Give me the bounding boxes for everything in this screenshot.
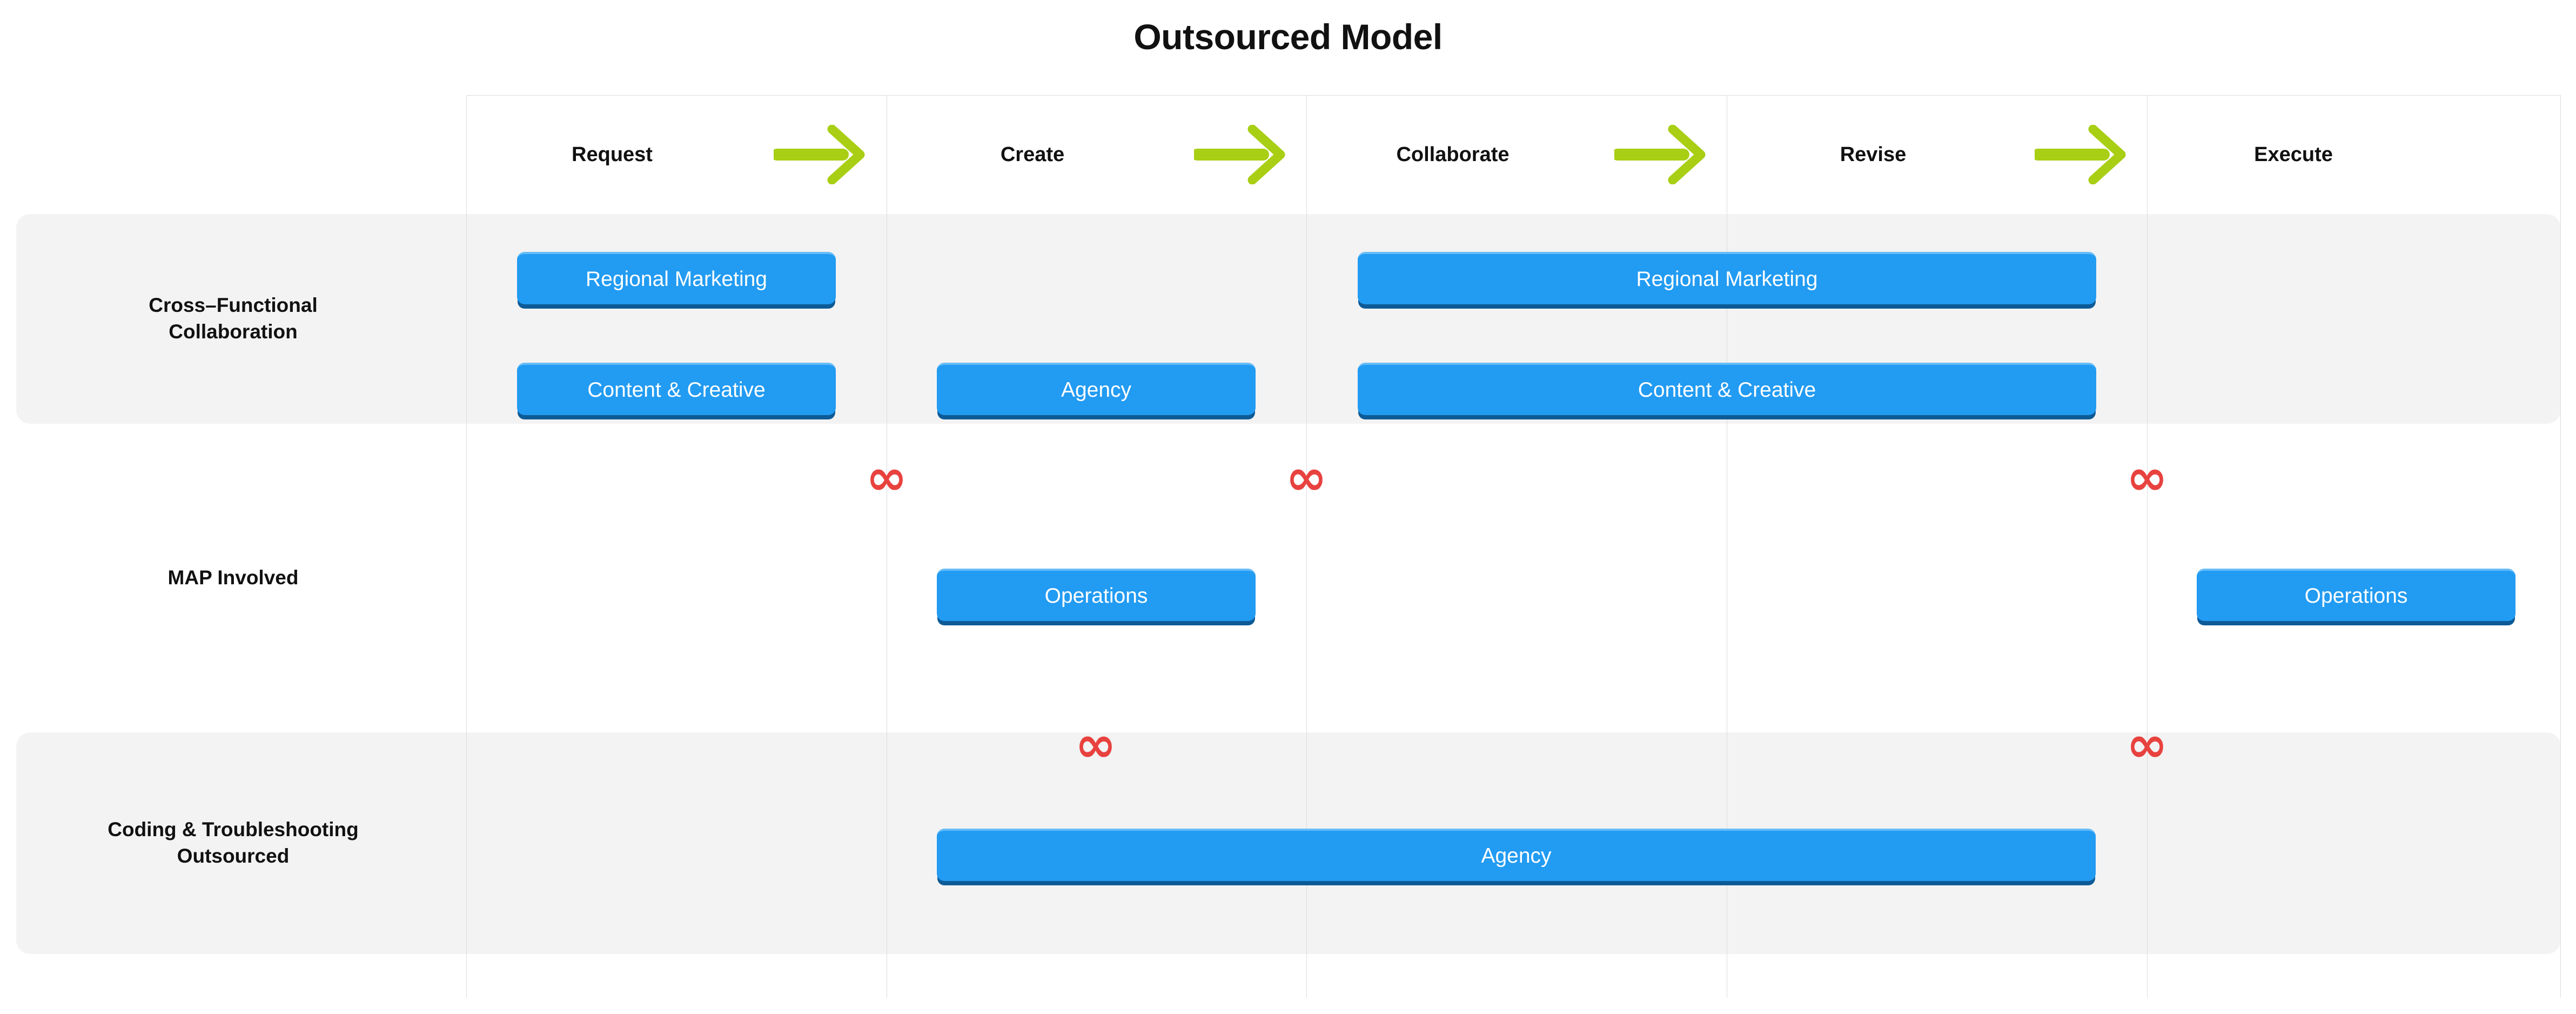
infinity-icon: ∞ [1075,716,1117,773]
row-label-cross-functional-collaboration: Cross–Functional Collaboration [0,214,466,424]
pill-content-creative-collaborate-revise[interactable]: Content & Creative [1358,363,2096,415]
row-label-line-2: Collaboration [169,321,298,343]
pill-regional-marketing-request[interactable]: Regional Marketing [517,252,836,304]
stage-label-collaborate: Collaborate [1396,143,1510,166]
row-label-line-1: Cross–Functional [149,294,318,317]
grid-line-4 [2147,95,2148,998]
arrow-right-icon [774,125,865,184]
page-title: Outsourced Model [1133,17,1443,57]
pill-agency-create[interactable]: Agency [937,363,1256,415]
stage-arrow-2 [1178,95,1307,214]
infinity-icon: ∞ [1285,449,1327,506]
stage-label-create: Create [1000,143,1065,166]
row-label-coding-troubleshooting-outsourced: Coding & Troubleshooting Outsourced [0,732,466,954]
infinity-icon: ∞ [2126,449,2168,506]
stage-arrow-4 [2019,95,2148,214]
pill-operations-execute[interactable]: Operations [2197,569,2515,621]
arrow-right-icon [2035,125,2126,184]
pill-regional-marketing-collaborate-revise[interactable]: Regional Marketing [1358,252,2096,304]
infinity-icon: ∞ [866,449,908,506]
arrow-right-icon [1614,125,1706,184]
row-label-line-1: Coding & Troubleshooting [108,818,359,841]
row-band-cross-functional-collaboration [16,214,2561,424]
row-label-line-2: Outsourced [177,845,290,867]
arrow-right-icon [1194,125,1285,184]
grid-line-2 [1306,95,1307,998]
pill-operations-create[interactable]: Operations [937,569,1256,621]
grid-line-5 [2560,95,2561,998]
grid-top-border [466,95,2561,96]
stage-arrow-3 [1599,95,1727,214]
infinity-icon: ∞ [2126,716,2168,773]
stage-arrow-1 [758,95,887,214]
grid-line-0 [466,95,467,998]
stage-header-row: Request Create Collaborate Revise Execut… [466,95,2561,214]
row-label-line-1: MAP Involved [167,566,299,589]
row-label-map-involved: MAP Involved [0,424,466,732]
stage-label-request: Request [572,143,653,166]
pill-agency-create-revise[interactable]: Agency [937,829,2096,881]
stage-grid [466,95,2561,998]
pill-content-creative-request[interactable]: Content & Creative [517,363,836,415]
stage-label-execute: Execute [2254,143,2333,166]
stage-label-revise: Revise [1840,143,1907,166]
